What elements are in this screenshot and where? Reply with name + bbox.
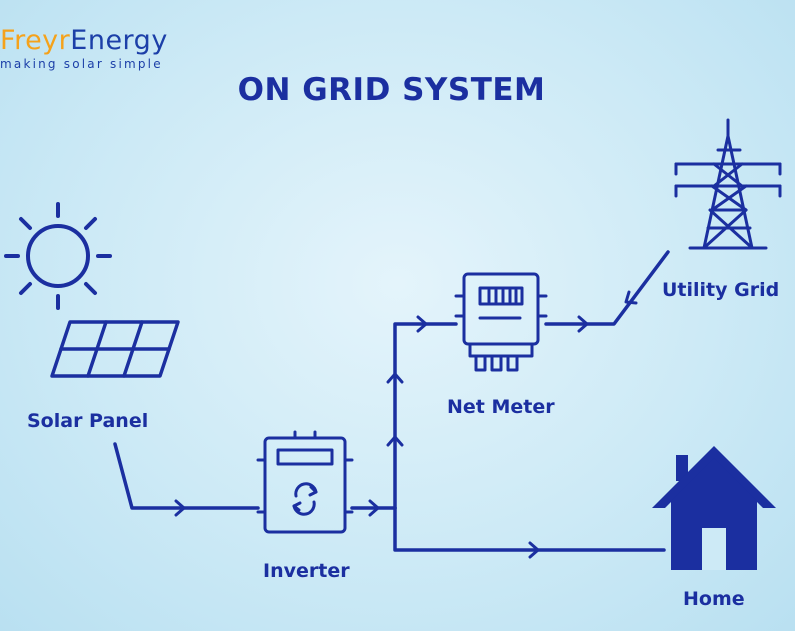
- logo-tagline: making solar simple: [0, 57, 163, 71]
- logo-wordmark: FreyrEnergy: [0, 26, 168, 56]
- page-title: ON GRID SYSTEM: [237, 72, 546, 108]
- net-meter-icon: [454, 272, 548, 372]
- sun-icon: [4, 202, 112, 310]
- arrow-junction-out: [368, 499, 380, 517]
- logo-part1: Freyr: [0, 25, 71, 56]
- arrow-from-grid: [624, 290, 638, 305]
- brand-logo: FreyrEnergy making solar simple: [0, 26, 168, 72]
- utility-grid-label: Utility Grid: [662, 279, 780, 301]
- solar-panel-label: Solar Panel: [27, 410, 149, 432]
- home-icon: [652, 446, 776, 570]
- meter-to-grid-line: [544, 250, 670, 326]
- solar-to-inverter-line: [113, 442, 260, 510]
- arrow-up-lower: [386, 435, 404, 447]
- solar-panel-icon: [50, 320, 180, 378]
- junction-to-meter-line: [393, 322, 458, 510]
- arrow-to-inverter: [174, 499, 186, 517]
- logo-part2: Energy: [70, 25, 168, 56]
- utility-tower-icon: [674, 118, 782, 250]
- arrow-to-home: [528, 541, 540, 559]
- arrow-to-meter: [416, 315, 428, 333]
- arrow-up-upper: [386, 372, 404, 384]
- inverter-label: Inverter: [263, 560, 350, 582]
- home-label: Home: [683, 588, 745, 610]
- arrow-to-grid: [577, 315, 589, 333]
- junction-to-home-line: [393, 506, 666, 552]
- inverter-icon: [256, 430, 354, 534]
- net-meter-label: Net Meter: [447, 396, 555, 418]
